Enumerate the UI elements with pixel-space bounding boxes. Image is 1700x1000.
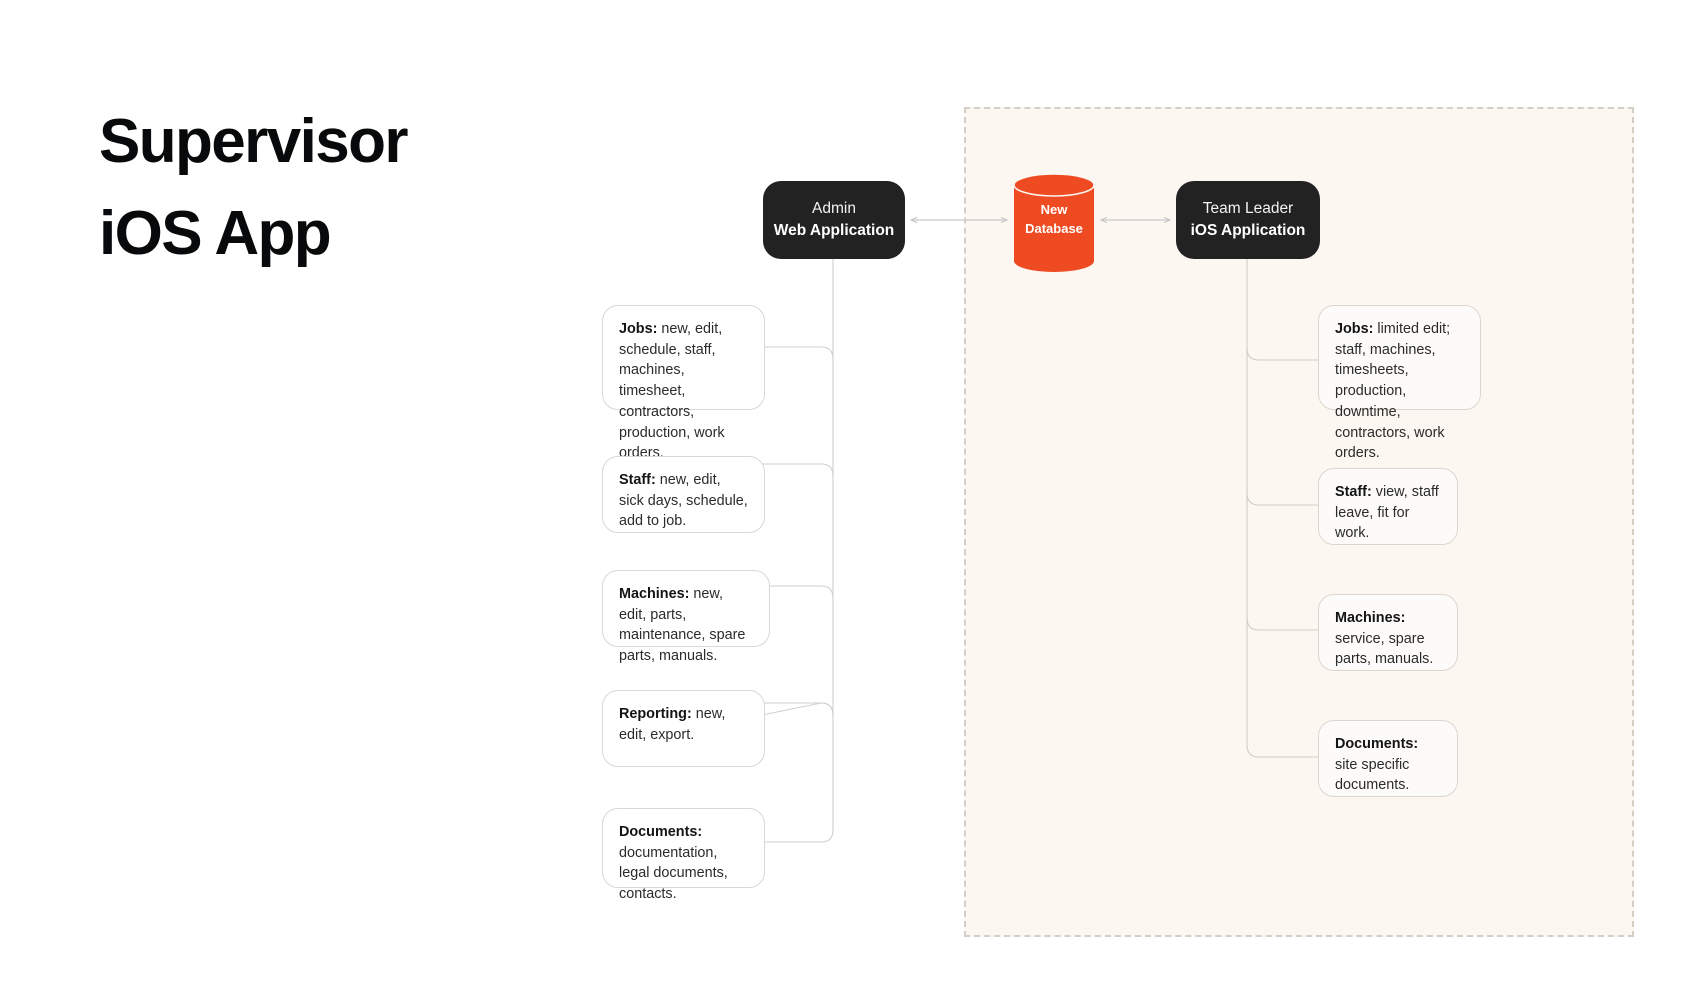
admin-feature-label-reporting: Reporting: xyxy=(619,706,692,722)
team-leader-feature-label-documents: Documents: xyxy=(1335,736,1419,752)
admin-branch-connectors xyxy=(761,259,834,843)
team-leader-feature-card-staff[interactable]: Staff: view, staff leave, fit for work. xyxy=(1318,468,1458,545)
node-admin-web-application[interactable]: Admin Web Application xyxy=(763,181,905,259)
team-leader-feature-card-machines[interactable]: Machines: service, spare parts, manuals. xyxy=(1318,594,1458,671)
admin-feature-detail-documents: documentation, legal documents, contacts… xyxy=(619,844,728,903)
node-team-leader-ios-application[interactable]: Team Leader iOS Application xyxy=(1176,181,1320,259)
admin-feature-card-machines[interactable]: Machines: new, edit, parts, maintenance,… xyxy=(602,570,770,664)
node-admin-role: Admin xyxy=(812,199,856,217)
admin-feature-label-jobs: Jobs: xyxy=(619,321,658,337)
node-new-database[interactable]: New Database xyxy=(1013,173,1095,273)
team-leader-feature-label-machines: Machines: xyxy=(1335,610,1406,626)
page-title-line-1: Supervisor xyxy=(99,107,409,176)
admin-feature-label-machines: Machines: xyxy=(619,586,690,602)
team-leader-feature-card-documents[interactable]: Documents: site specific documents. xyxy=(1318,720,1458,797)
node-admin-platform: Web Application xyxy=(773,222,895,239)
team-leader-feature-detail-documents: site specific documents. xyxy=(1335,756,1410,794)
page-title-line-2: iOS App xyxy=(99,198,332,268)
admin-feature-card-jobs[interactable]: Jobs: new, edit, schedule, staff, machin… xyxy=(602,305,765,461)
team-leader-feature-label-jobs: Jobs: xyxy=(1335,321,1374,337)
admin-feature-label-documents: Documents: xyxy=(619,824,703,840)
admin-feature-card-documents[interactable]: Documents: documentation, legal document… xyxy=(602,808,765,902)
admin-feature-detail-staff: new, edit, sick days, schedule, add to j… xyxy=(619,472,748,530)
team-leader-feature-detail-jobs: limited edit; staff, machines, timesheet… xyxy=(1335,321,1451,462)
admin-feature-detail-jobs: new, edit, schedule, staff, machines, ti… xyxy=(619,321,725,462)
admin-feature-detail-reporting: new, edit, export. xyxy=(619,706,726,743)
node-team-leader-role: Team Leader xyxy=(1202,199,1294,217)
page-title: Supervisor iOS App xyxy=(99,96,529,280)
admin-feature-card-reporting[interactable]: Reporting: new, edit, export. xyxy=(602,690,765,767)
node-team-leader-platform: iOS Application xyxy=(1190,222,1306,239)
database-cylinder-icon xyxy=(1013,173,1095,272)
admin-feature-detail-machines: new, edit, parts, maintenance, spare par… xyxy=(619,586,746,665)
team-leader-feature-card-jobs[interactable]: Jobs: limited edit; staff, machines, tim… xyxy=(1318,305,1481,461)
admin-feature-label-staff: Staff: xyxy=(619,472,656,488)
admin-feature-card-staff[interactable]: Staff: new, edit, sick days, schedule, a… xyxy=(602,456,765,533)
team-leader-feature-label-staff: Staff: xyxy=(1335,484,1372,500)
team-leader-feature-detail-staff: view, staff leave, fit for work. xyxy=(1335,484,1439,542)
team-leader-feature-detail-machines: service, spare parts, manuals. xyxy=(1335,630,1434,668)
